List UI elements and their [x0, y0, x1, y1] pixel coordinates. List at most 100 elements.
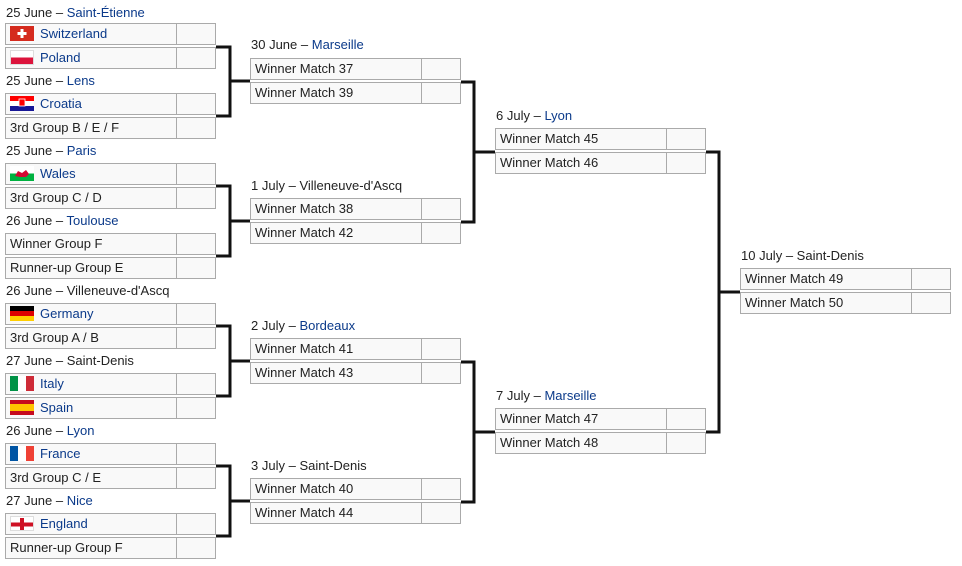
- date-separator: –: [52, 5, 67, 20]
- qf-match-3-header: 2 July – Bordeaux: [251, 317, 355, 335]
- team-row: 3rd Group A / B: [5, 327, 216, 349]
- croatia-flag-icon: [10, 96, 34, 111]
- date-separator: –: [52, 143, 67, 158]
- date-separator: –: [284, 318, 300, 333]
- match-date: 26 June: [6, 283, 53, 298]
- team-placeholder: Runner-up Group E: [10, 260, 124, 275]
- venue-link[interactable]: Lyon: [66, 423, 95, 438]
- team-row: Winner Match 48: [495, 432, 706, 454]
- team-row: Wales: [5, 163, 216, 185]
- team-cell: Winner Match 48: [496, 433, 667, 453]
- spain-flag-icon: [10, 400, 34, 415]
- venue-link[interactable]: Saint-Étienne: [66, 5, 145, 20]
- team-link[interactable]: Poland: [40, 50, 81, 65]
- team-cell: Winner Match 47: [496, 409, 667, 429]
- connector-r16-qf: [216, 324, 250, 398]
- team-row: Winner Match 41: [250, 338, 461, 360]
- wales-flag-icon: [10, 166, 34, 181]
- team-link[interactable]: France: [40, 446, 81, 461]
- team-cell: Winner Match 43: [251, 363, 422, 383]
- qf-match-1-header: 30 June – Marseille: [251, 36, 364, 54]
- team-link[interactable]: Croatia: [40, 96, 82, 111]
- team-placeholder: Winner Match 45: [500, 131, 599, 146]
- venue-link[interactable]: Paris: [66, 143, 97, 158]
- venue-text: Villeneuve-d'Ascq: [299, 178, 403, 193]
- team-link[interactable]: Germany: [40, 306, 94, 321]
- team-row: Winner Match 46: [495, 152, 706, 174]
- match-date: 6 July: [496, 108, 530, 123]
- team-row: Winner Match 43: [250, 362, 461, 384]
- team-placeholder: Winner Match 43: [255, 365, 354, 380]
- team-cell: Winner Match 44: [251, 503, 422, 523]
- team-link[interactable]: Switzerland: [40, 26, 108, 41]
- team-row: Runner-up Group E: [5, 257, 216, 279]
- match-date: 1 July: [251, 178, 285, 193]
- team-cell: Italy: [6, 374, 177, 394]
- venue-link[interactable]: Lens: [66, 73, 95, 88]
- team-row: France: [5, 443, 216, 465]
- team-link[interactable]: Wales: [40, 166, 76, 181]
- team-row: 3rd Group C / E: [5, 467, 216, 489]
- match-date: 2 July: [251, 318, 285, 333]
- france-flag-icon: [10, 446, 34, 461]
- sf-match-2-header: 7 July – Marseille: [496, 387, 596, 405]
- date-separator: –: [52, 283, 67, 298]
- team-row: Winner Match 49: [740, 268, 951, 290]
- team-placeholder: Winner Match 39: [255, 85, 354, 100]
- date-separator: –: [52, 73, 67, 88]
- match-date: 25 June: [6, 5, 53, 20]
- date-separator: –: [284, 178, 300, 193]
- venue-link[interactable]: Nice: [66, 493, 93, 508]
- team-cell: France: [6, 444, 177, 464]
- date-separator: –: [529, 388, 545, 403]
- date-separator: –: [284, 458, 300, 473]
- venue-link[interactable]: Lyon: [544, 108, 573, 123]
- switzerland-flag-icon: [10, 26, 34, 41]
- team-cell: Winner Group F: [6, 234, 177, 254]
- final-match-header: 10 July – Saint-Denis: [741, 247, 864, 265]
- team-placeholder: Winner Match 40: [255, 481, 354, 496]
- venue-link[interactable]: Marseille: [311, 37, 364, 52]
- team-placeholder: 3rd Group B / E / F: [10, 120, 120, 135]
- venue-link[interactable]: Marseille: [544, 388, 597, 403]
- date-separator: –: [52, 493, 67, 508]
- qf-match-2-header: 1 July – Villeneuve-d'Ascq: [251, 177, 402, 195]
- team-placeholder: Winner Group F: [10, 236, 103, 251]
- connector-r16-qf: [216, 464, 250, 538]
- venue-link[interactable]: Toulouse: [66, 213, 119, 228]
- team-link[interactable]: Italy: [40, 376, 64, 391]
- match-date: 3 July: [251, 458, 285, 473]
- team-cell: Poland: [6, 48, 177, 68]
- team-placeholder: Winner Match 46: [500, 155, 599, 170]
- team-placeholder: Winner Match 37: [255, 61, 354, 76]
- team-row: Switzerland: [5, 23, 216, 45]
- r16-match-8-header: 27 June – Nice: [6, 492, 93, 510]
- team-cell: Winner Match 50: [741, 293, 912, 313]
- team-link[interactable]: Spain: [40, 400, 74, 415]
- team-placeholder: Winner Match 50: [745, 295, 844, 310]
- team-cell: Winner Match 38: [251, 199, 422, 219]
- team-row: Croatia: [5, 93, 216, 115]
- team-row: Winner Match 50: [740, 292, 951, 314]
- team-row: Winner Match 40: [250, 478, 461, 500]
- match-date: 30 June: [251, 37, 298, 52]
- team-cell: Germany: [6, 304, 177, 324]
- team-cell: 3rd Group B / E / F: [6, 118, 177, 138]
- match-date: 25 June: [6, 143, 53, 158]
- r16-match-4-header: 26 June – Toulouse: [6, 212, 119, 230]
- team-placeholder: Winner Match 41: [255, 341, 354, 356]
- team-cell: Spain: [6, 398, 177, 418]
- team-row: Spain: [5, 397, 216, 419]
- team-cell: Switzerland: [6, 24, 177, 44]
- connector-qf-sf: [461, 80, 495, 224]
- team-placeholder: Winner Match 42: [255, 225, 354, 240]
- date-separator: –: [782, 248, 797, 263]
- venue-link[interactable]: Bordeaux: [299, 318, 356, 333]
- r16-match-3-header: 25 June – Paris: [6, 142, 96, 160]
- team-cell: Winner Match 42: [251, 223, 422, 243]
- team-link[interactable]: England: [40, 516, 88, 531]
- team-row: Runner-up Group F: [5, 537, 216, 559]
- team-placeholder: 3rd Group C / E: [10, 470, 102, 485]
- match-date: 26 June: [6, 213, 53, 228]
